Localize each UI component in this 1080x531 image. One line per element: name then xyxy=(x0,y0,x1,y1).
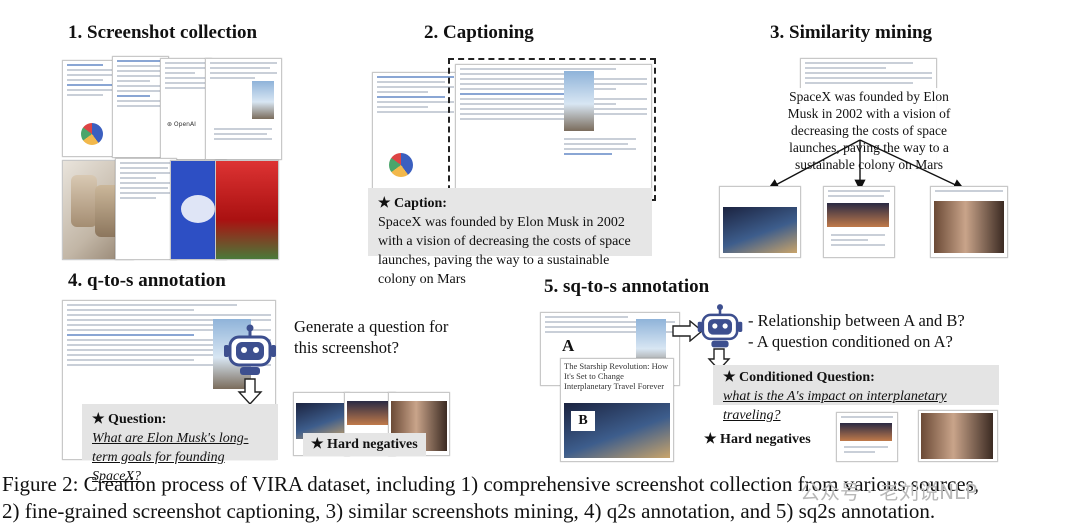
down-arrow-icon-2 xyxy=(707,348,731,372)
section-3-title: 3. Similarity mining xyxy=(770,22,933,43)
caption-label: ★ Caption: xyxy=(378,196,447,211)
arrow-to-left xyxy=(767,139,861,190)
label-b: B xyxy=(571,411,595,431)
pie-chart-icon xyxy=(81,123,103,145)
rocket-image xyxy=(252,81,274,119)
pie-chart-icon xyxy=(389,153,413,177)
captioning-wiki-screenshot xyxy=(455,64,652,198)
rocket-image xyxy=(564,71,594,131)
table-screenshot xyxy=(112,56,169,158)
sq2s-bullets: - Relationship between A and B? - A ques… xyxy=(748,310,965,352)
sq2s-negative-2 xyxy=(918,410,998,462)
bullet-relationship: - Relationship between A and B? xyxy=(748,311,965,330)
conditioned-question-box: ★ Conditioned Question: what is the A's … xyxy=(713,365,999,423)
chat-screenshot: ⊛ OpenAI xyxy=(160,58,212,160)
article-screenshot xyxy=(115,158,177,260)
bullet-conditioned: - A question conditioned on A? xyxy=(748,332,953,351)
robot-icon-2 xyxy=(697,304,743,348)
section-4-title: 4. q-to-s annotation xyxy=(68,270,226,291)
down-arrow-icon xyxy=(237,378,263,406)
mining-caption-text: SpaceX was founded by Elon Musk in 2002 … xyxy=(786,88,952,173)
right-arrow-icon xyxy=(672,320,704,342)
figure-caption-line-1: Figure 2: Creation process of VIRA datas… xyxy=(2,472,980,496)
conditioned-text: what is the A's impact on interplanetary… xyxy=(723,389,947,423)
similar-screenshot-1 xyxy=(719,186,801,258)
q2s-hard-negatives-label: ★ Hard negatives xyxy=(303,433,426,456)
robot-icon xyxy=(224,324,276,375)
similar-screenshot-3 xyxy=(930,186,1008,258)
arrow-to-right xyxy=(859,139,965,190)
wiki-starship-screenshot xyxy=(205,58,282,160)
similar-screenshot-2 xyxy=(823,186,895,258)
section-2-title: 2. Captioning xyxy=(424,22,534,43)
figure-caption-line-2: 2) fine-grained screenshot captioning, 3… xyxy=(2,499,936,523)
question-label: ★ Question: xyxy=(92,412,167,427)
caption-box: ★ Caption: SpaceX was founded by Elon Mu… xyxy=(368,188,652,287)
question-text: What are Elon Musk's long-term goals for… xyxy=(92,431,249,484)
football-image xyxy=(215,160,279,260)
captioning-source-dashboard xyxy=(372,72,459,199)
question-box: ★ Question: What are Elon Musk's long-te… xyxy=(82,404,278,484)
section-1-title: 1. Screenshot collection xyxy=(68,22,258,43)
sq2s-hard-negatives-label: ★ Hard negatives xyxy=(704,432,811,447)
sq2s-negative-1 xyxy=(836,412,898,462)
label-a: A xyxy=(562,336,575,355)
news-headline: The Starship Revolution: How It's Set to… xyxy=(564,361,669,391)
q2s-prompt: Generate a question for this screenshot? xyxy=(294,317,449,357)
openai-logo-icon: ⊛ OpenAI xyxy=(167,121,196,128)
caption-text: SpaceX was founded by Elon Musk in 2002 … xyxy=(378,215,631,287)
section-5-title: 5. sq-to-s annotation xyxy=(544,276,710,297)
mining-arrows xyxy=(767,139,965,191)
sq2s-screenshot-b: The Starship Revolution: How It's Set to… xyxy=(560,358,674,462)
conditioned-label: ★ Conditioned Question: xyxy=(723,370,875,385)
watermark: 公众号 · 老刘说NLP xyxy=(800,480,978,504)
